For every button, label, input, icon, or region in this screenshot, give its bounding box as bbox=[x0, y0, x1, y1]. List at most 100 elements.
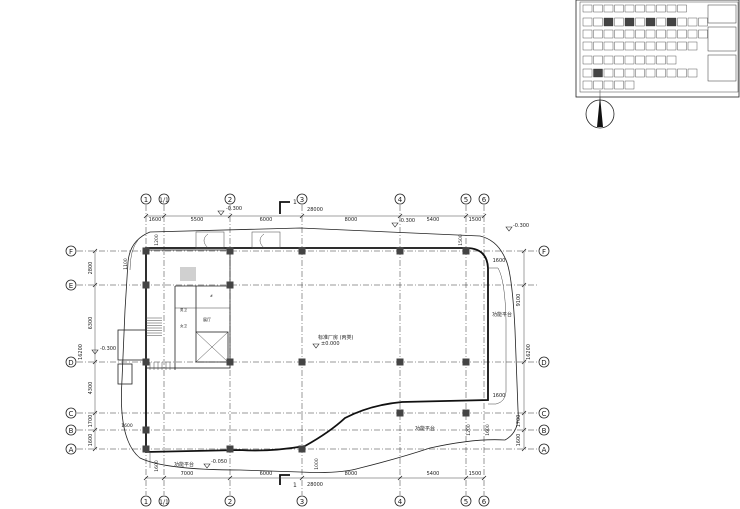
site-block bbox=[624, 29, 635, 39]
site-block bbox=[666, 55, 677, 65]
level-mark: ±0.000 bbox=[321, 341, 340, 347]
grid-axis-right: F D C B A bbox=[538, 245, 550, 455]
axis-label: 2 bbox=[228, 498, 232, 506]
level-mark: -0.300 bbox=[399, 218, 415, 224]
structural-column bbox=[142, 426, 150, 434]
site-block bbox=[645, 55, 656, 65]
level-mark: -0.300 bbox=[100, 346, 116, 352]
axis-label: 6 bbox=[482, 498, 487, 506]
site-block bbox=[635, 41, 645, 51]
site-block bbox=[698, 29, 708, 39]
site-block bbox=[603, 68, 614, 78]
site-block bbox=[645, 4, 656, 13]
grid-axis-bottom: 1 1/1 2 3 4 5 6 bbox=[140, 495, 490, 507]
room-label-platform: 功能平台 bbox=[492, 311, 512, 318]
dimension-text-right: 9100 1700 1600 16200 1600 1600 bbox=[493, 258, 532, 446]
dimension-value: 1700 bbox=[516, 415, 522, 428]
site-block bbox=[624, 41, 635, 51]
site-block bbox=[656, 41, 666, 51]
grid-axis-left: F E D C B A bbox=[65, 245, 77, 455]
dimension-value: 6000 bbox=[260, 217, 273, 223]
site-block bbox=[624, 4, 635, 13]
axis-label: 1 bbox=[144, 498, 148, 506]
dimension-value: 1600 bbox=[88, 434, 94, 447]
site-block bbox=[698, 17, 708, 27]
dimension-value: 1200 bbox=[154, 234, 160, 246]
site-block bbox=[687, 41, 698, 51]
dimension-value: 2800 bbox=[88, 262, 94, 275]
site-block bbox=[666, 17, 677, 27]
axis-label: C bbox=[69, 410, 74, 418]
site-block bbox=[614, 68, 624, 78]
site-block bbox=[624, 55, 635, 65]
site-block bbox=[624, 68, 635, 78]
structural-column bbox=[226, 281, 234, 289]
room-label-misc: # bbox=[210, 294, 213, 298]
total-dimension: 16200 bbox=[526, 344, 532, 360]
site-block bbox=[687, 68, 698, 78]
site-block bbox=[582, 17, 593, 27]
structural-column bbox=[142, 445, 150, 453]
site-block bbox=[635, 55, 645, 65]
room-label-platform: 功能平台 bbox=[415, 425, 435, 432]
structural-column bbox=[396, 409, 404, 417]
axis-label: 5 bbox=[464, 196, 468, 204]
site-block bbox=[603, 29, 614, 39]
axis-label: F bbox=[69, 248, 73, 256]
site-block bbox=[614, 80, 624, 90]
room-label-wc: 男卫 bbox=[180, 307, 187, 312]
axis-label: B bbox=[69, 427, 74, 435]
room-label-platform: 功能平台 bbox=[174, 461, 194, 468]
site-block bbox=[603, 17, 614, 27]
dimension-value: 4300 bbox=[88, 382, 94, 395]
dimension-value: 6000 bbox=[260, 471, 273, 477]
axis-label: A bbox=[69, 446, 74, 454]
site-block bbox=[687, 17, 698, 27]
structural-column bbox=[396, 358, 404, 366]
dimension-value: 9100 bbox=[516, 294, 522, 307]
axis-label: D bbox=[68, 359, 73, 367]
axis-label: C bbox=[542, 410, 547, 418]
structural-column bbox=[142, 358, 150, 366]
site-block bbox=[635, 68, 645, 78]
axis-label: B bbox=[542, 427, 547, 435]
site-block bbox=[582, 55, 593, 65]
site-block bbox=[582, 68, 593, 78]
site-block bbox=[614, 55, 624, 65]
dimension-value: 1500 bbox=[469, 471, 482, 477]
level-mark: -0.300 bbox=[226, 206, 242, 212]
axis-label: 1 bbox=[144, 196, 148, 204]
site-block bbox=[656, 55, 666, 65]
total-dimension: 16200 bbox=[78, 344, 84, 360]
site-block bbox=[603, 4, 614, 13]
site-block bbox=[677, 4, 687, 13]
room-label-hall: 展厅 bbox=[203, 316, 211, 322]
dimension-value: 1600 bbox=[516, 434, 522, 447]
site-block bbox=[603, 55, 614, 65]
site-block bbox=[593, 68, 603, 78]
axis-label: D bbox=[541, 359, 546, 367]
site-block bbox=[593, 4, 603, 13]
dimension-text-bottom: 7000 6000 8000 5400 1500 28000 bbox=[181, 471, 482, 488]
structural-column bbox=[298, 445, 306, 453]
axis-label: 4 bbox=[398, 196, 403, 204]
axis-label: 3 bbox=[300, 196, 304, 204]
total-dimension: 28000 bbox=[307, 482, 323, 488]
dimension-value: 1600 bbox=[121, 423, 133, 429]
dimension-value: 6300 bbox=[88, 317, 94, 330]
structural-column bbox=[396, 247, 404, 255]
dimension-value: 7000 bbox=[181, 471, 194, 477]
dimension-value: 8000 bbox=[345, 471, 358, 477]
axis-label: 2 bbox=[228, 196, 232, 204]
axis-label: 5 bbox=[464, 498, 468, 506]
total-dimension: 28000 bbox=[307, 207, 323, 213]
site-block bbox=[666, 68, 677, 78]
site-block bbox=[645, 41, 656, 51]
section-number: 1 bbox=[293, 482, 297, 489]
site-block bbox=[603, 41, 614, 51]
site-block bbox=[677, 41, 687, 51]
site-block bbox=[593, 29, 603, 39]
site-block bbox=[635, 17, 645, 27]
site-block bbox=[666, 4, 677, 13]
